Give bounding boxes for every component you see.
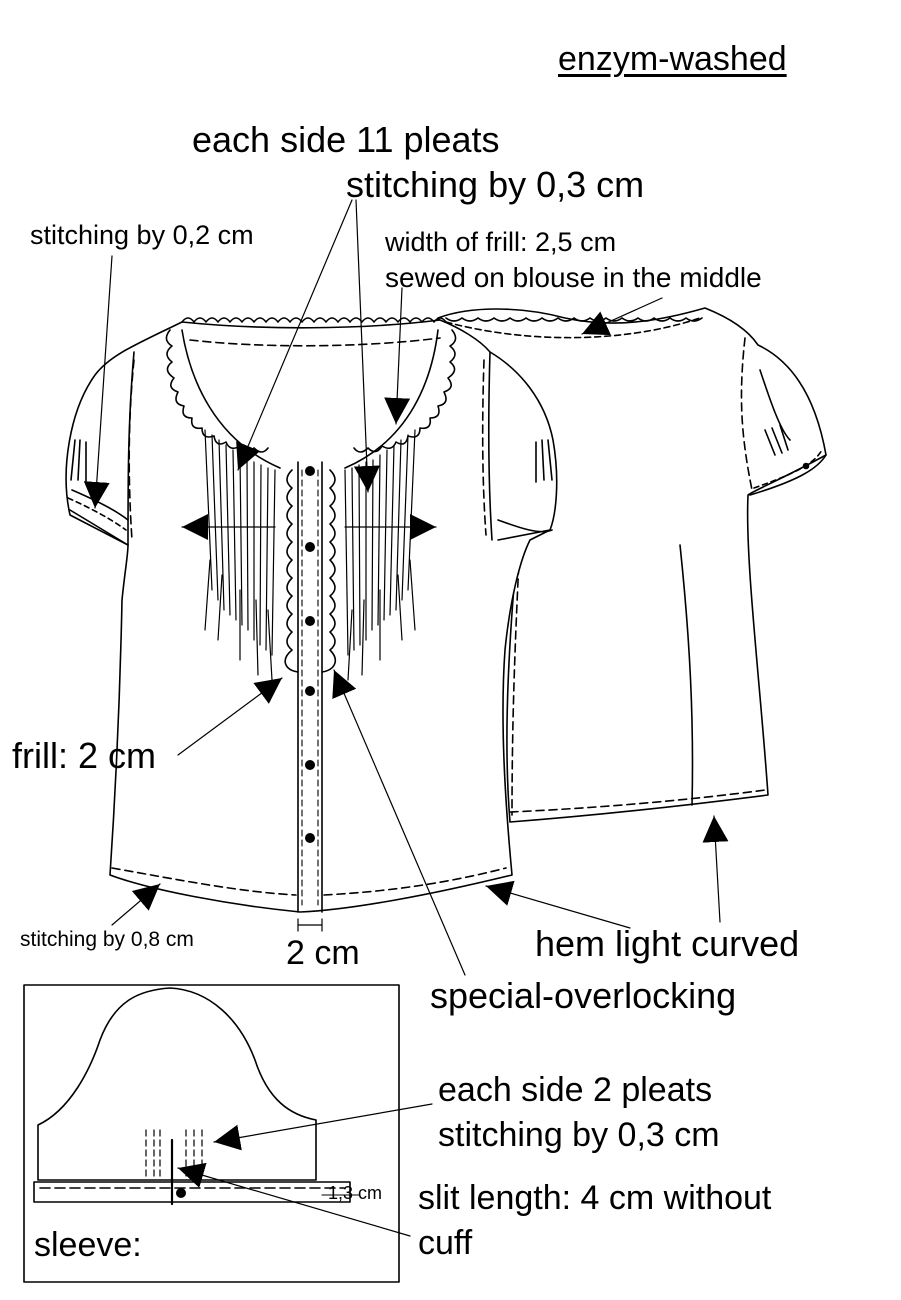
front-view <box>65 317 558 913</box>
shoulder-stitching-note: stitching by 0,2 cm <box>30 220 254 250</box>
frill-width-note: width of frill: 2,5 cm <box>385 227 617 257</box>
sleeve-pleat-stitching-note: stitching by 0,3 cm <box>438 1116 720 1154</box>
frill-note: frill: 2 cm <box>12 735 156 776</box>
front-pleats-note: each side 11 pleats <box>192 119 500 160</box>
hem-note: hem light curved <box>535 923 800 964</box>
leader-lines <box>83 199 729 1237</box>
slit-length-note-cont: cuff <box>418 1224 473 1262</box>
placket-width-note: 2 cm <box>286 934 360 972</box>
front-pleat-stitching-note: stitching by 0,3 cm <box>346 164 645 205</box>
sleeve-pattern <box>23 984 400 1283</box>
sleeve-title: sleeve: <box>34 1226 142 1264</box>
overlock-note: special-overlocking <box>430 975 737 1016</box>
sleeve-pleats-note: each side 2 pleats <box>438 1071 713 1109</box>
wash-note: enzym-washed <box>558 40 787 78</box>
frill-attach-note: sewed on blouse in the middle <box>385 262 762 293</box>
slit-length-note: slit length: 4 cm without <box>418 1179 772 1217</box>
cuff-width-note: 1,3 cm <box>328 1183 383 1203</box>
hem-stitching-note: stitching by 0,8 cm <box>20 928 194 951</box>
